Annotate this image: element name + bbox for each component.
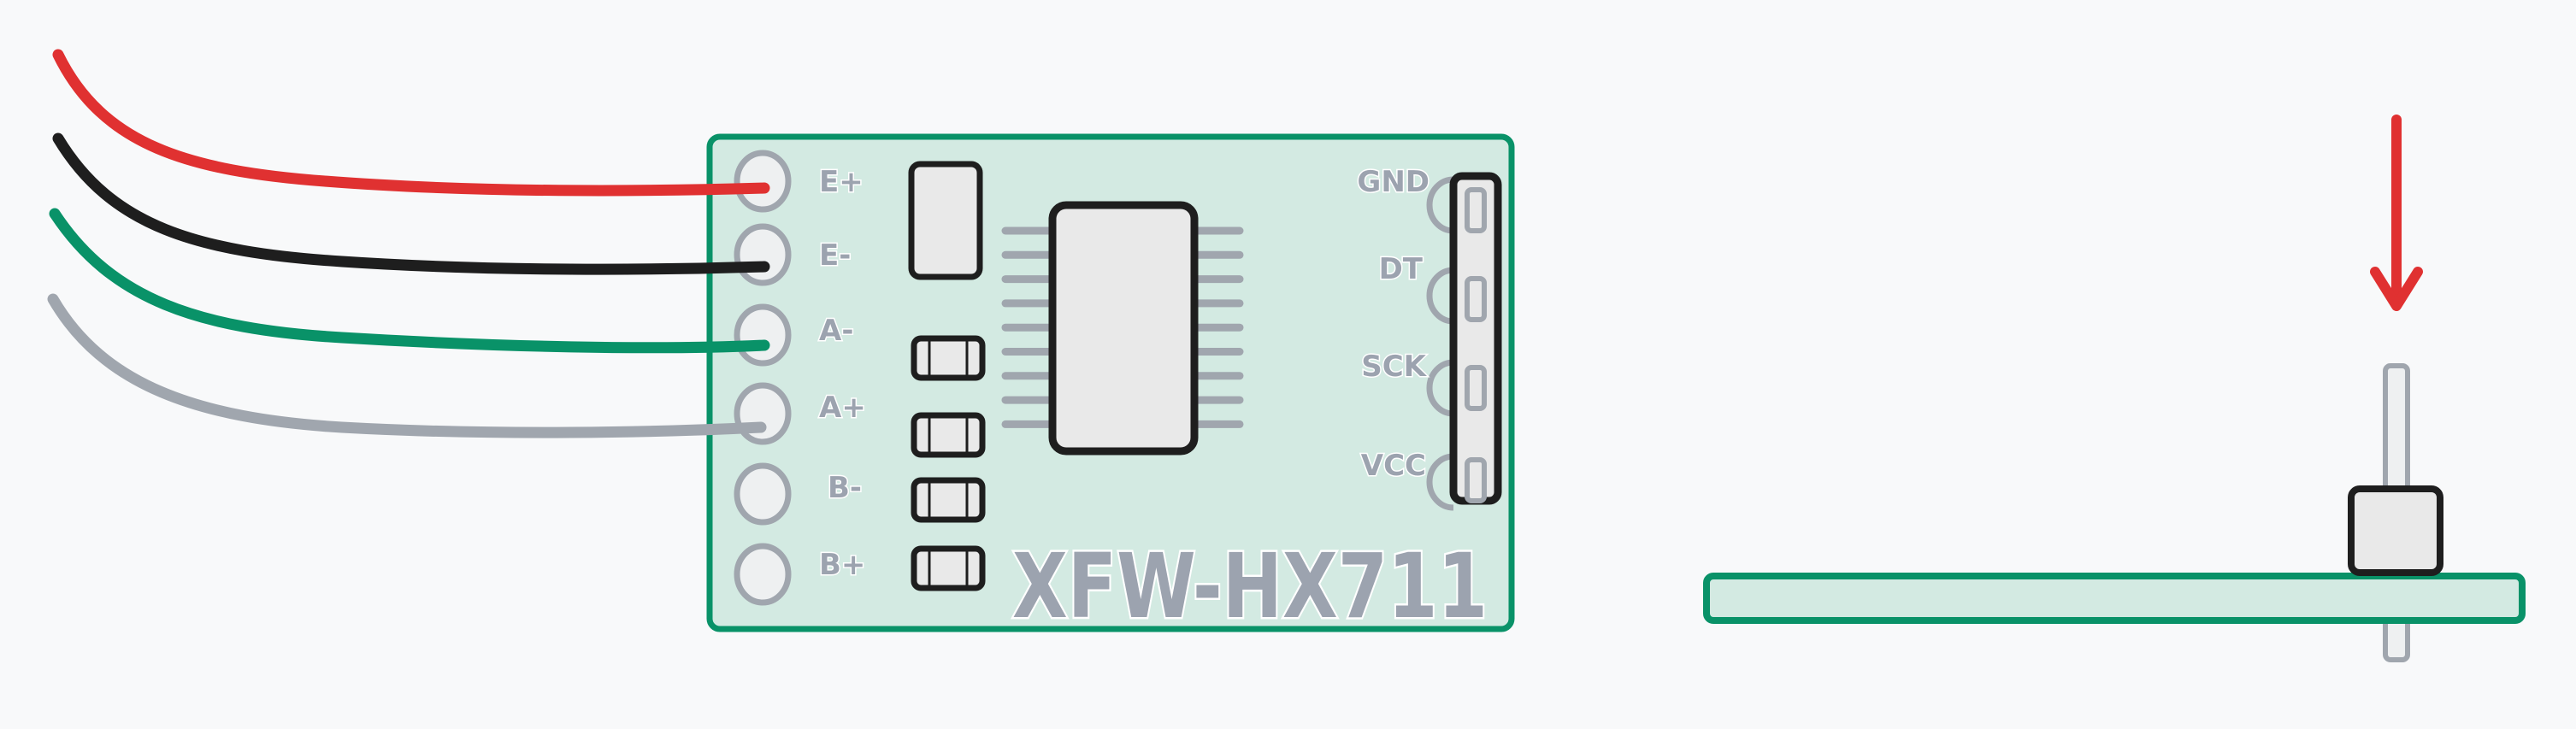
smd-3 [911, 477, 986, 523]
pin-label-e-minus: E- [819, 238, 851, 273]
smd-components [911, 335, 986, 591]
smd-4 [911, 545, 986, 591]
side-view-board [1703, 573, 2526, 624]
header-pad-sck [1426, 359, 1454, 417]
pad-a-minus [734, 303, 792, 367]
pin-label-gnd: GND [1357, 165, 1429, 199]
pad-b-plus [734, 543, 792, 606]
smd-2 [911, 412, 986, 458]
force-arrow-icon [2370, 115, 2423, 311]
chip-pins [1001, 226, 1244, 428]
header-pad-vcc [1426, 453, 1454, 511]
header-pin-sck [1465, 365, 1487, 411]
header-pad-gnd [1426, 176, 1454, 234]
pin-label-vcc: VCC [1361, 449, 1426, 483]
header-pad-dt [1426, 267, 1454, 325]
wire-red [52, 49, 770, 197]
header-pin-gnd [1465, 187, 1487, 233]
load-block [2348, 485, 2443, 576]
header-pin-vcc [1465, 457, 1487, 503]
pin-label-sck: SCK [1361, 350, 1427, 384]
component-rect [908, 161, 983, 280]
pin-label-b-plus: B+ [819, 548, 865, 582]
header-pin-dt [1465, 276, 1487, 322]
pin-label-dt: DT [1379, 252, 1424, 286]
hx711-chip [1048, 201, 1199, 456]
wire-black [52, 132, 770, 275]
wire-green [49, 208, 770, 354]
pin-label-b-minus: B- [828, 471, 862, 505]
pad-e-plus [734, 150, 792, 213]
pad-b-minus [734, 462, 792, 526]
smd-1 [911, 335, 986, 381]
pin-label-e-plus: E+ [819, 165, 864, 199]
pad-e-minus [734, 223, 792, 286]
pin-label-a-plus: A+ [819, 391, 866, 425]
board-name: XFW-HX711 [1012, 534, 1488, 638]
wire-gray [47, 293, 767, 438]
pin-label-a-minus: A- [819, 314, 853, 348]
